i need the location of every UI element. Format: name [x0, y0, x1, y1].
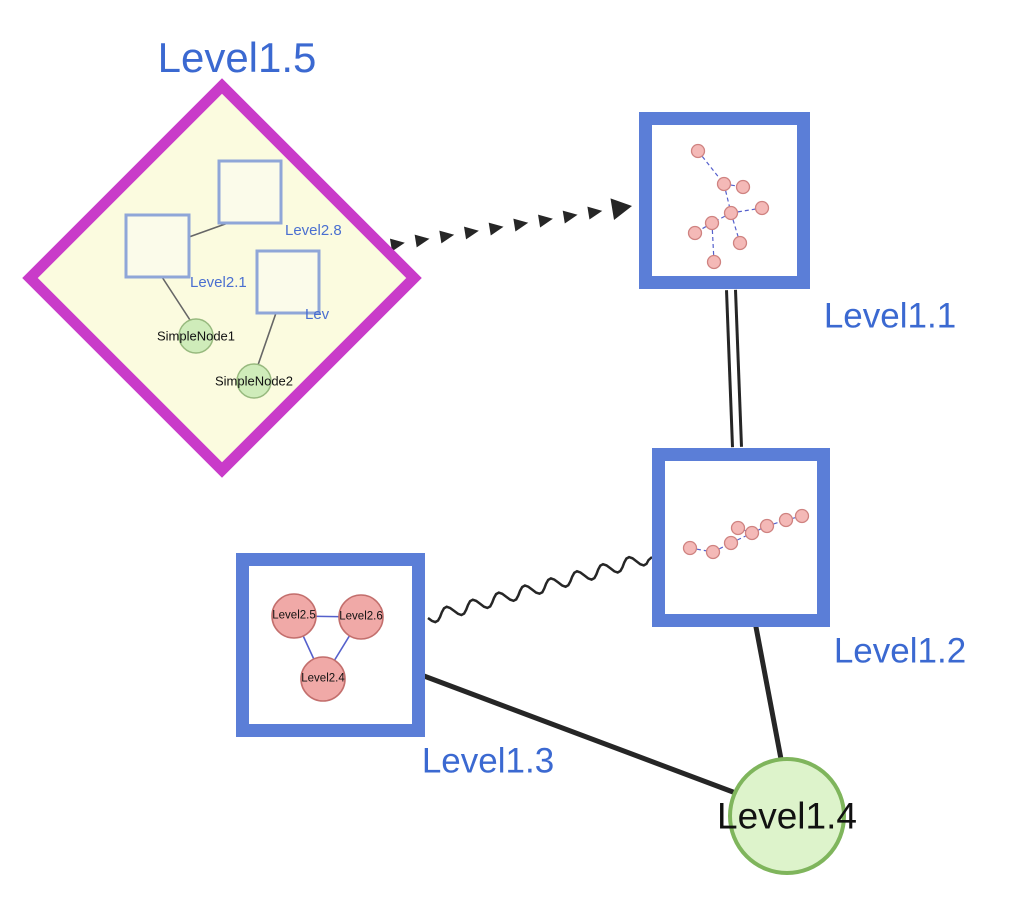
sub-node-level1-2-1[interactable] [705, 544, 721, 560]
node-level2-8[interactable] [217, 159, 283, 225]
edge-level1-2-to-level1-4[interactable] [753, 624, 784, 762]
node-level1-4[interactable] [728, 757, 846, 875]
sub-node-level1-1-6[interactable] [687, 225, 703, 241]
label-level2-8: Level2.8 [285, 222, 342, 239]
sub-node-level1-1-3[interactable] [754, 200, 770, 216]
inner-edge-0[interactable] [188, 222, 229, 238]
sub-node-level1-3-2[interactable] [300, 656, 346, 702]
sub-edge-level1-1-6[interactable] [730, 212, 741, 244]
edge-level1-3-to-level1-4[interactable] [421, 673, 736, 795]
sub-node-level1-2-5[interactable] [759, 518, 775, 534]
edge-level1-1-to-level1-2[interactable] [725, 289, 743, 448]
label-level1-2: Level1.2 [833, 631, 967, 671]
node-simplenode1[interactable] [178, 318, 214, 354]
sub-node-level1-1-4[interactable] [723, 205, 739, 221]
sub-node-level1-1-2[interactable] [735, 179, 751, 195]
sub-node-level1-2-0[interactable] [682, 540, 698, 556]
node-level2-1[interactable] [124, 213, 191, 279]
node-simplenode2[interactable] [236, 363, 272, 399]
label-level1-4: Level1.4 [717, 795, 857, 837]
label-simplenode1: SimpleNode1 [156, 328, 236, 344]
edge-level1-5-to-level1-1[interactable] [389, 198, 632, 252]
inner-edge-2[interactable] [257, 312, 277, 366]
sub-node-level1-1-7[interactable] [732, 235, 748, 251]
label-level1-1: Level1.1 [823, 296, 957, 336]
node-level1-3[interactable] [236, 553, 425, 737]
label-level2-4: Level2.4 [301, 672, 345, 685]
sub-edge-level1-1-3[interactable] [730, 207, 763, 214]
node-level1-2[interactable] [652, 448, 830, 627]
sub-node-level1-2-7[interactable] [794, 508, 810, 524]
sub-node-level1-1-8[interactable] [706, 254, 722, 270]
edge-level1-3-to-level1-2[interactable] [427, 555, 653, 624]
sub-node-level1-1-0[interactable] [690, 143, 706, 159]
node-level1-1[interactable] [639, 112, 810, 289]
sub-node-level1-3-0[interactable] [271, 593, 317, 639]
group-node-level1-5[interactable] [22, 78, 422, 478]
sub-node-level1-2-2[interactable] [723, 535, 739, 551]
label-simplenode2: SimpleNode2 [214, 373, 294, 389]
label-level2-1: Level2.1 [190, 274, 247, 291]
label-level1-5: Level1.5 [157, 34, 317, 81]
label-level2-lev: Lev [305, 306, 330, 323]
inner-edge-1[interactable] [161, 276, 191, 321]
label-level2-6: Level2.6 [339, 610, 383, 623]
sub-node-level1-1-5[interactable] [704, 215, 720, 231]
sub-node-level1-2-3[interactable] [730, 520, 746, 536]
sub-node-level1-2-4[interactable] [744, 525, 760, 541]
label-level2-5: Level2.5 [272, 609, 316, 622]
label-level1-3: Level1.3 [421, 741, 555, 781]
sub-node-level1-3-1[interactable] [338, 594, 384, 640]
node-level2-lev[interactable] [255, 249, 321, 315]
sub-node-level1-1-1[interactable] [716, 176, 732, 192]
sub-node-level1-2-6[interactable] [778, 512, 794, 528]
